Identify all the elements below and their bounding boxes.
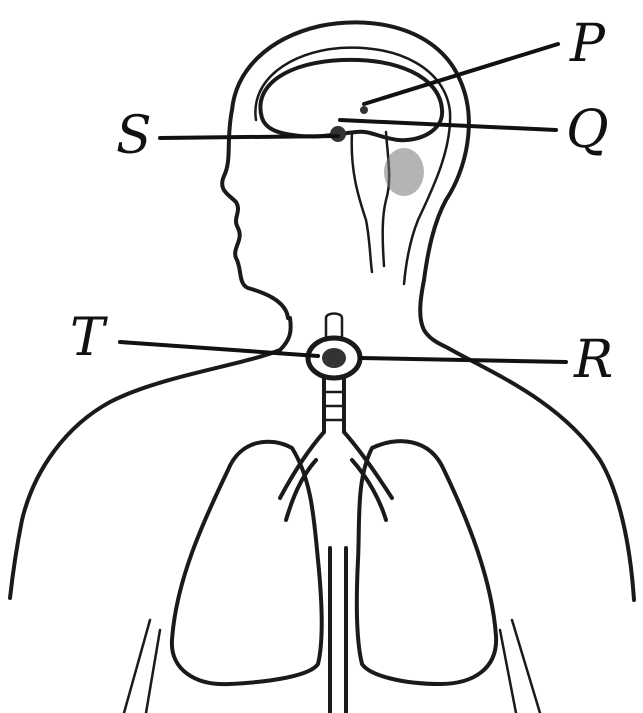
left-ribs (124, 620, 160, 713)
head-outline (222, 22, 469, 348)
hypothalamus-spot (360, 106, 368, 114)
neck-outline-left (280, 318, 291, 350)
leader-line-q (340, 120, 556, 130)
left-lung (172, 442, 322, 684)
central-vessel (330, 548, 346, 713)
label-r: R (574, 334, 613, 386)
label-p: P (570, 18, 605, 70)
leader-line-r (360, 358, 566, 362)
leader-line-s (160, 136, 338, 138)
leader-line-t (120, 342, 318, 356)
thyroid-core (322, 348, 346, 368)
label-s: S (116, 110, 152, 162)
larynx (326, 314, 342, 339)
cerebellum (384, 148, 424, 196)
brain-stem (352, 132, 389, 272)
right-ribs (500, 620, 540, 713)
left-shoulder (10, 350, 280, 598)
brain-cerebrum (260, 60, 442, 140)
label-q: Q (566, 104, 609, 156)
trachea-rings (324, 392, 344, 420)
label-t: T (70, 312, 105, 364)
